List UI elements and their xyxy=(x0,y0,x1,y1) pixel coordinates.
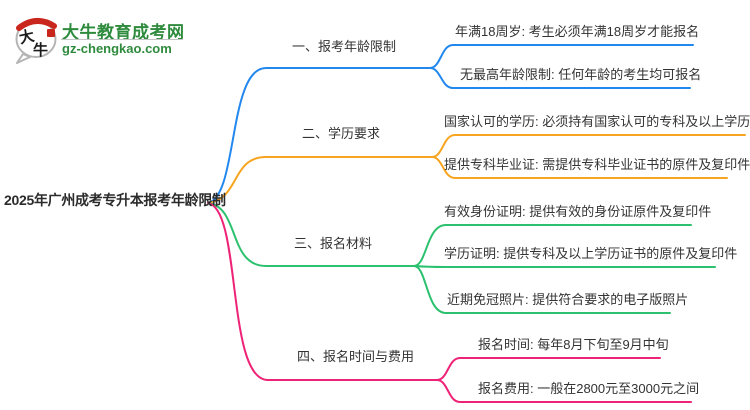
branch-2-connectors xyxy=(207,134,746,204)
leaf-registration-fee: 报名费用: 一般在2800元至3000元之间 xyxy=(478,381,700,396)
leaf-registration-time: 报名时间: 每年8月下旬至9月中旬 xyxy=(478,337,669,352)
branch-1-connectors xyxy=(207,44,694,204)
branch-2-label: 二、学历要求 xyxy=(302,126,381,141)
leaf-valid-id: 有效身份证明: 提供有效的身份证原件及复印件 xyxy=(444,204,712,219)
site-logo[interactable]: 大 牛 大牛教育成考网 gz-chengkao.com xyxy=(12,12,192,64)
branch-3-connectors xyxy=(207,202,716,314)
logo-divider xyxy=(61,39,183,40)
svg-text:牛: 牛 xyxy=(33,41,48,59)
leaf-college-diploma: 提供专科毕业证: 需提供专科毕业证书的原件及复印件 xyxy=(444,157,750,172)
leaf-photo: 近期免冠照片: 提供符合要求的电子版照片 xyxy=(447,292,689,307)
site-name: 大牛教育成考网 xyxy=(62,23,185,42)
svg-text:大: 大 xyxy=(17,27,35,48)
branch-4-connectors xyxy=(207,202,692,403)
branch-1-label: 一、报考年龄限制 xyxy=(292,39,397,54)
leaf-national-diploma: 国家认可的学历: 必须持有国家认可的专科及以上学历证书 xyxy=(444,114,750,129)
leaf-age-18: 年满18周岁: 考生必须年满18周岁才能报名 xyxy=(455,24,700,39)
daniu-logo-icon: 大 牛 xyxy=(15,18,57,64)
branch-4-label: 四、报名时间与费用 xyxy=(297,349,415,364)
branch-3-label: 三、报名材料 xyxy=(294,236,373,251)
leaf-no-max-age: 无最高年龄限制: 任何年龄的考生均可报名 xyxy=(460,67,702,82)
site-url: gz-chengkao.com xyxy=(62,41,172,56)
root-topic: 2025年广州成考专升本报考年龄限制 xyxy=(4,192,226,208)
leaf-education-proof: 学历证明: 提供专科及以上学历证书的原件及复印件 xyxy=(444,246,738,261)
